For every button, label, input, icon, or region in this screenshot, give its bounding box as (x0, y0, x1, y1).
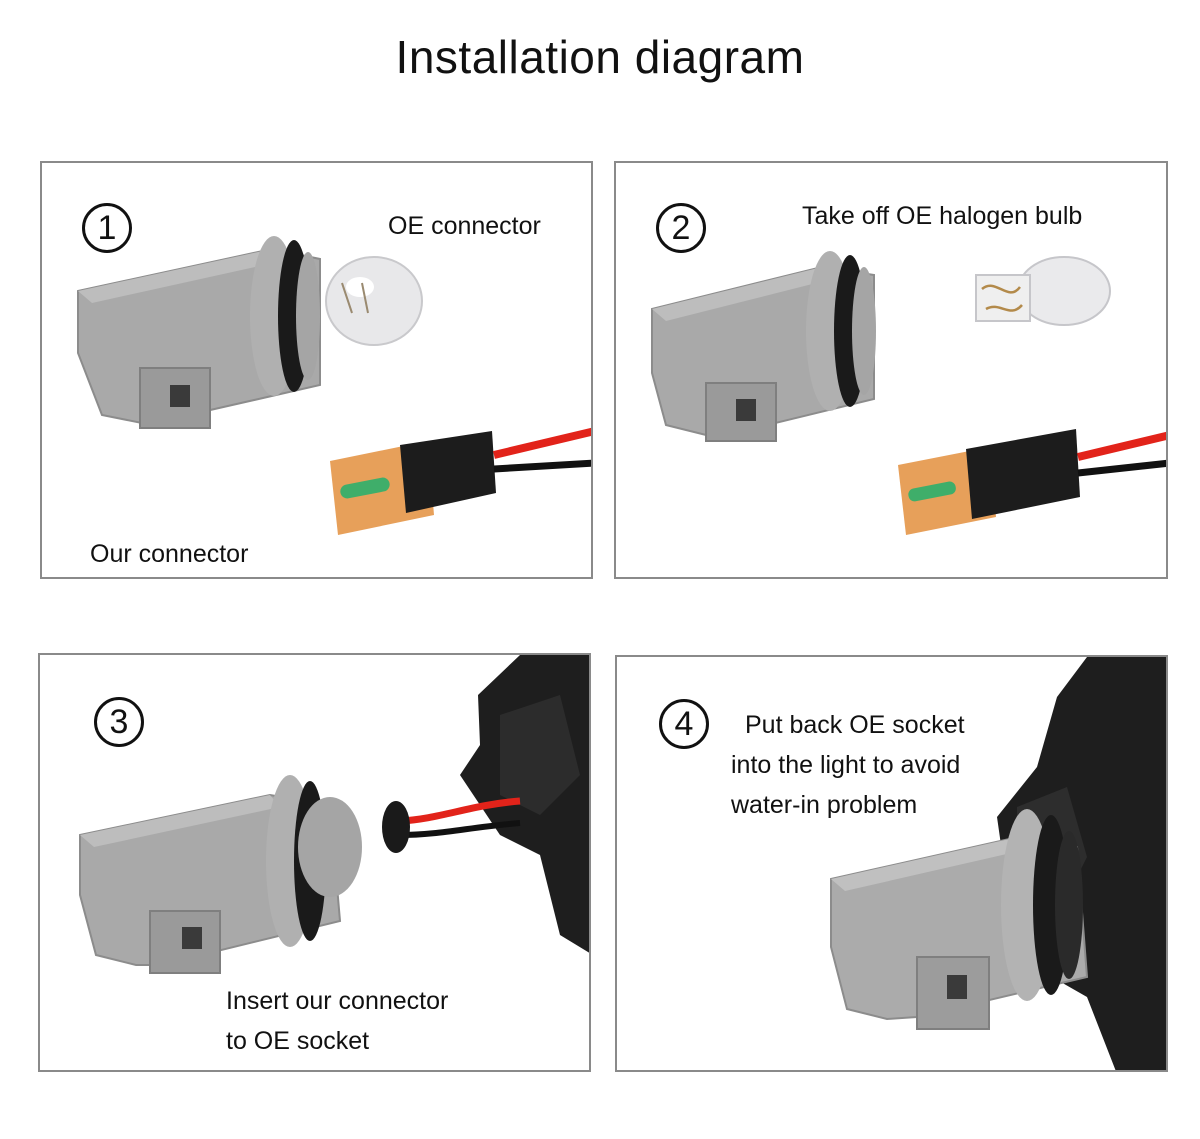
take-off-bulb-label: Take off OE halogen bulb (802, 202, 1083, 230)
oe-socket-bulb-removed-image (651, 251, 1166, 535)
oe-connector-label: OE connector (388, 212, 541, 240)
step-2-panel: 2 Take off OE halogen bulb (614, 161, 1168, 579)
step-number-badge: 4 (659, 699, 709, 749)
oe-socket-with-bulb-image (77, 236, 591, 535)
step-3-panel: 3 Insert our connector to OE socket (38, 653, 591, 1072)
connector-inserted-into-socket-image (79, 655, 589, 974)
step-number-badge: 3 (94, 697, 144, 747)
socket-back-in-lamp-image (830, 657, 1166, 1070)
step-1-panel: 1 OE connector Our connector (40, 161, 593, 579)
step-number-badge: 1 (82, 203, 132, 253)
step-number-badge: 2 (656, 203, 706, 253)
put-back-socket-label: Put back OE socket into the light to avo… (731, 711, 965, 819)
page-title: Installation diagram (395, 31, 805, 83)
insert-connector-label: Insert our connector to OE socket (226, 987, 449, 1055)
our-connector-label: Our connector (90, 540, 249, 568)
step-4-panel: 4 Put back OE socket into the light to a… (615, 655, 1168, 1072)
